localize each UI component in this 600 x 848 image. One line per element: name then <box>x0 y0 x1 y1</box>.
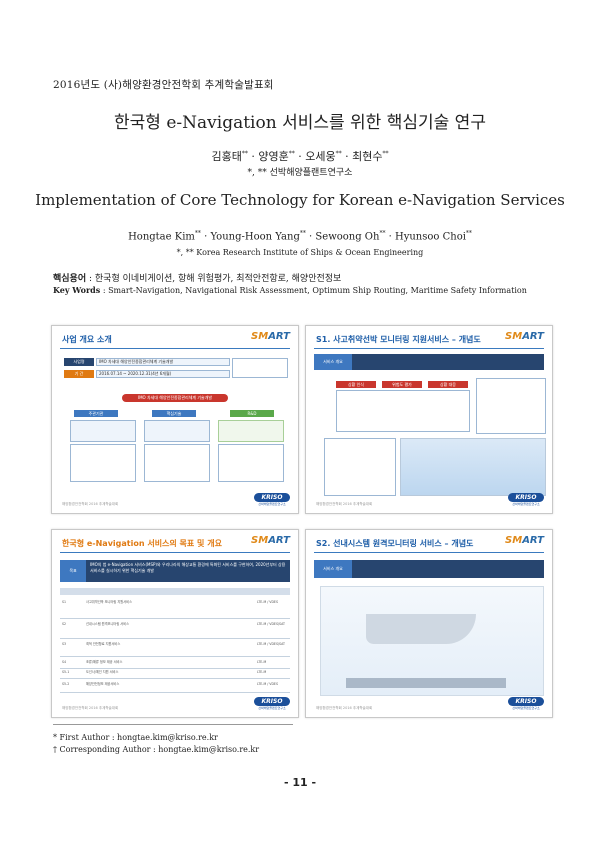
footnote-corresponding-author: † Corresponding Author : hongtae.kim@kri… <box>53 745 260 754</box>
slide-s1-concept: S1. 사고취약선박 모니터링 지원서비스 – 개념도 SMART 서비스 개요… <box>305 325 553 514</box>
footnote-first-author: * First Author : hongtae.kim@kriso.re.kr <box>53 733 218 742</box>
title-english: Implementation of Core Technology for Ko… <box>35 191 565 209</box>
keywords-english: Key Words : Smart-Navigation, Navigation… <box>53 285 527 295</box>
authors-english: Hongtae Kim** · Young-Hoon Yang** · Sewo… <box>128 230 472 243</box>
affiliation-english: *, ** Korea Research Institute of Ships … <box>176 248 424 257</box>
smart-logo: SMART <box>505 535 544 546</box>
slide-project-overview: 사업 개요 소개 SMART 사업명 IMO 차세대 해양안전종합관리체계 기술… <box>51 325 299 514</box>
ship-icon <box>366 614 476 644</box>
title-korean: 한국형 e-Navigation 서비스를 위한 핵심기술 연구 <box>114 113 486 133</box>
slide-title: 한국형 e-Navigation 서비스의 목표 및 개요 <box>62 539 222 548</box>
conference-header: 2016년도 (사)해양환경안전학회 추계학술발표회 <box>53 79 274 91</box>
slide-s2-concept: S2. 선내시스템 원격모니터링 서비스 – 개념도 SMART 서비스 개요 … <box>305 529 553 718</box>
ocean-illustration <box>400 438 546 496</box>
affiliation-korean: *, ** 선박해양플랜트연구소 <box>247 168 353 178</box>
slide-goals-overview: 한국형 e-Navigation 서비스의 목표 및 개요 SMART 목표 I… <box>51 529 299 718</box>
smart-logo: SMART <box>251 331 290 342</box>
smart-logo: SMART <box>505 331 544 342</box>
slide-title: 사업 개요 소개 <box>62 335 112 344</box>
smart-logo: SMART <box>251 535 290 546</box>
footnote-rule <box>53 724 293 725</box>
slide-title: S1. 사고취약선박 모니터링 지원서비스 – 개념도 <box>316 335 481 344</box>
page-number: - 11 - <box>283 776 317 789</box>
keywords-korean: 핵심용어 : 한국형 이네비게이션, 항해 위험평가, 최적안전항로, 해양안전… <box>53 274 342 284</box>
slide-title: S2. 선내시스템 원격모니터링 서비스 – 개념도 <box>316 539 474 548</box>
authors-korean: 김홍태** · 양영훈** · 오세웅** · 최현수** <box>211 150 389 163</box>
